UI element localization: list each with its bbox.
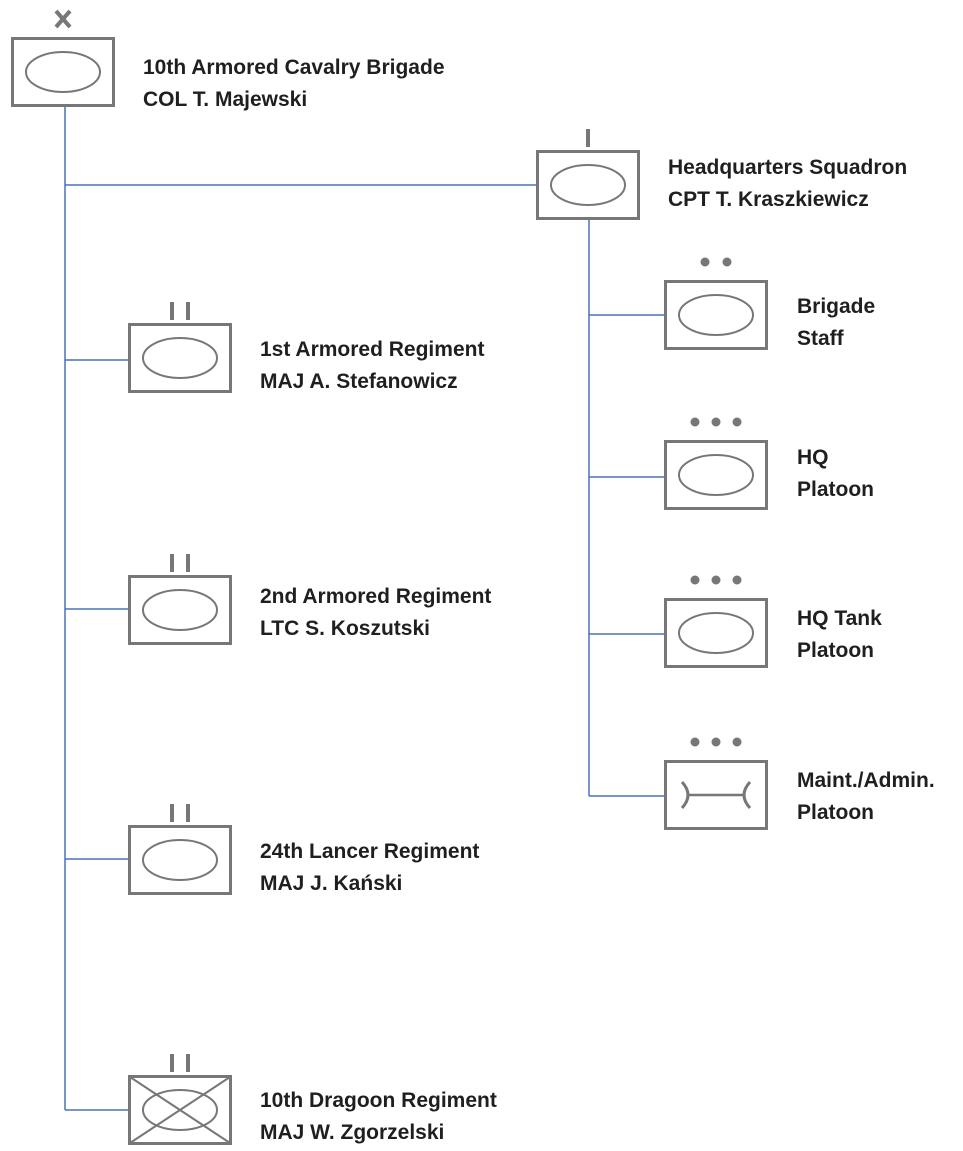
unit-label-2nd-armored: 2nd Armored Regiment LTC S. Koszutski	[260, 581, 491, 645]
echelon-dot	[732, 575, 742, 585]
echelon-x-stroke	[54, 9, 72, 29]
echelon-indicator	[690, 737, 742, 747]
echelon-indicator	[170, 1054, 190, 1072]
unit-symbol-hq-tank-platoon	[664, 575, 768, 668]
infantry-cross-line	[129, 1076, 231, 1144]
echelon-bar	[170, 1054, 174, 1072]
echelon-bar	[186, 1054, 190, 1072]
unit-frame	[664, 440, 768, 510]
echelon-bar	[186, 804, 190, 822]
echelon-dot	[690, 737, 700, 747]
armor-icon	[678, 454, 754, 496]
unit-frame	[128, 575, 232, 645]
unit-name: 24th Lancer Regiment	[260, 840, 480, 863]
echelon-bar	[170, 302, 174, 320]
unit-symbol-hq-platoon	[664, 417, 768, 510]
echelon-indicator	[170, 302, 190, 320]
echelon-indicator	[690, 575, 742, 585]
unit-symbol-brigade	[11, 9, 115, 107]
unit-frame	[664, 598, 768, 668]
unit-name: 1st Armored Regiment	[260, 338, 485, 361]
unit-label-brigade-staff: Brigade Staff	[797, 291, 875, 355]
echelon-dot	[711, 575, 721, 585]
echelon-dot	[722, 257, 732, 267]
unit-symbol-2nd-armored	[128, 554, 232, 645]
unit-symbol-1st-armored	[128, 302, 232, 393]
unit-commander: COL T. Majewski	[143, 88, 308, 111]
echelon-indicator	[690, 417, 742, 427]
unit-commander: LTC S. Koszutski	[260, 617, 430, 640]
unit-commander: MAJ W. Zgorzelski	[260, 1121, 445, 1144]
unit-commander: CPT T. Kraszkiewicz	[668, 188, 869, 211]
unit-name: Maint./Admin.	[797, 769, 935, 792]
unit-frame	[536, 150, 640, 220]
unit-label-hq-tank-platoon: HQ Tank Platoon	[797, 603, 882, 667]
armor-icon	[550, 164, 626, 206]
unit-label-1st-armored: 1st Armored Regiment MAJ A. Stefanowicz	[260, 334, 484, 398]
armor-icon	[142, 839, 218, 881]
unit-commander: Platoon	[797, 639, 874, 662]
echelon-dot	[711, 417, 721, 427]
echelon-indicator	[170, 804, 190, 822]
armor-icon	[25, 51, 101, 93]
unit-symbol-maint-admin-platoon	[664, 737, 768, 830]
unit-label-hq-squadron: Headquarters Squadron CPT T. Kraszkiewic…	[668, 152, 907, 216]
maintenance-right-arc	[742, 780, 752, 810]
armor-icon	[678, 294, 754, 336]
echelon-bar	[186, 302, 190, 320]
unit-commander: Platoon	[797, 478, 874, 501]
echelon-bar	[170, 804, 174, 822]
echelon-indicator	[700, 257, 732, 267]
echelon-dot	[732, 737, 742, 747]
unit-symbol-24th-lancer	[128, 804, 232, 895]
echelon-indicator	[170, 554, 190, 572]
unit-frame	[664, 280, 768, 350]
echelon-dot	[690, 417, 700, 427]
unit-label-maint-admin-platoon: Maint./Admin. Platoon	[797, 765, 935, 829]
armor-icon	[678, 612, 754, 654]
echelon-bar	[586, 129, 590, 147]
unit-symbol-10th-dragoon	[128, 1054, 232, 1145]
echelon-dot	[711, 737, 721, 747]
armor-icon	[142, 589, 218, 631]
echelon-bar	[170, 554, 174, 572]
echelon-dot	[732, 417, 742, 427]
unit-commander: MAJ J. Kański	[260, 872, 403, 895]
unit-name: HQ Tank	[797, 607, 882, 630]
unit-label-10th-dragoon: 10th Dragoon Regiment MAJ W. Zgorzelski	[260, 1085, 497, 1149]
echelon-dot	[700, 257, 710, 267]
unit-symbol-hq-squadron	[536, 129, 640, 220]
echelon-dot	[690, 575, 700, 585]
unit-frame	[128, 323, 232, 393]
unit-commander: Staff	[797, 327, 844, 350]
unit-frame	[11, 37, 115, 107]
unit-name: HQ	[797, 446, 829, 469]
unit-symbol-brigade-staff	[664, 257, 768, 350]
connector-lines	[64, 107, 664, 1111]
armor-icon	[142, 337, 218, 379]
maintenance-icon	[680, 780, 752, 810]
maintenance-left-arc	[680, 780, 690, 810]
unit-label-24th-lancer: 24th Lancer Regiment MAJ J. Kański	[260, 836, 479, 900]
unit-name: 10th Dragoon Regiment	[260, 1089, 497, 1112]
unit-name: Brigade	[797, 295, 876, 318]
unit-commander: Platoon	[797, 801, 874, 824]
unit-symbols	[11, 9, 768, 1145]
armor-icon	[142, 1089, 218, 1131]
unit-label-hq-platoon: HQ Platoon	[797, 442, 874, 506]
unit-commander: MAJ A. Stefanowicz	[260, 370, 458, 393]
unit-label-brigade: 10th Armored Cavalry Brigade COL T. Maje…	[143, 52, 445, 116]
unit-frame	[128, 825, 232, 895]
echelon-bar	[186, 554, 190, 572]
unit-name: 10th Armored Cavalry Brigade	[143, 56, 445, 79]
unit-name: 2nd Armored Regiment	[260, 585, 492, 608]
echelon-indicator	[54, 9, 72, 29]
unit-name: Headquarters Squadron	[668, 156, 908, 179]
echelon-indicator	[586, 129, 590, 147]
